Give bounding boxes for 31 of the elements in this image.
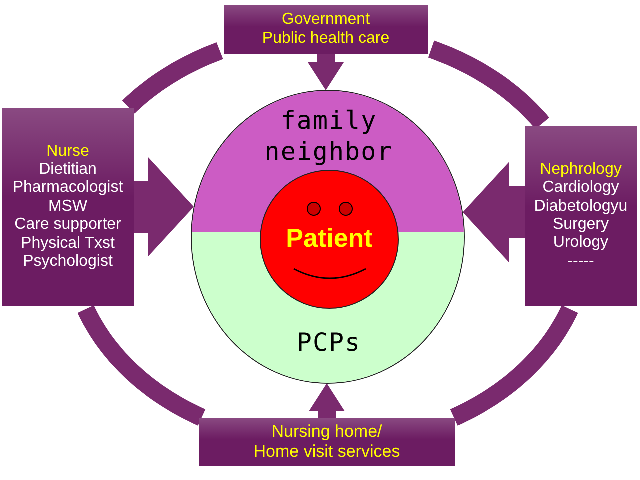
list-item: Pharmacologist [12, 179, 124, 198]
list-heading: Nurse [46, 142, 90, 162]
block-arrow [309, 384, 345, 418]
list-item: Urology [553, 234, 609, 253]
role-box [199, 418, 455, 466]
care-circle [191, 90, 465, 384]
list-item: Cardiology [542, 179, 620, 198]
role-box [2, 108, 134, 306]
list-item: Care supporter [14, 216, 122, 235]
list-item: Government [282, 11, 370, 30]
list-item: Diabetologyu [534, 198, 628, 216]
list-item: Surgery [552, 216, 610, 234]
role-box [525, 126, 637, 306]
list-item: Physical Txst [21, 234, 115, 253]
group-label: PCPs [296, 327, 362, 358]
list-item: MSW [48, 198, 88, 216]
list-heading: Nephrology [540, 160, 622, 180]
block-arrow [308, 54, 344, 90]
block-arrow [134, 157, 194, 257]
list-item: Public health care [262, 30, 390, 48]
patient-label: Patient [285, 223, 374, 254]
ring-connector [122, 42, 224, 114]
ring-connector [450, 304, 578, 426]
list-item: Psychologist [23, 252, 113, 272]
list-item: ----- [568, 252, 594, 272]
block-arrow [463, 162, 525, 262]
role-box [224, 5, 428, 54]
ring-connector [78, 304, 206, 426]
list-item: Nursing home/ Home visit services [252, 422, 402, 462]
group-label: family neighbor [264, 105, 394, 168]
list-item: Dietitian [39, 161, 97, 180]
